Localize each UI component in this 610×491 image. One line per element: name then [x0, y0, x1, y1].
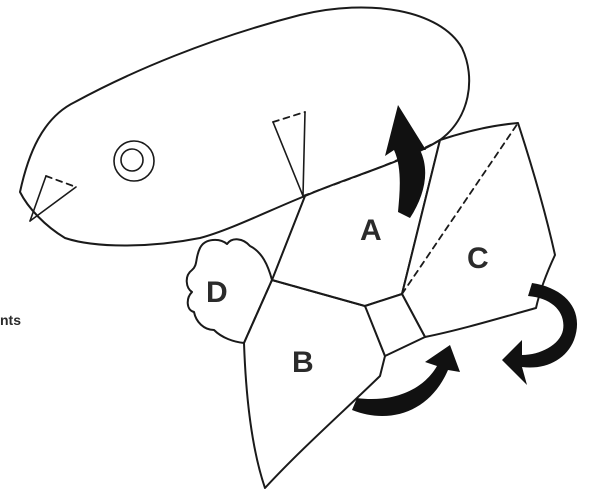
label-d: D — [206, 276, 228, 309]
crease-a — [271, 195, 306, 281]
rotate-arrow-up-icon — [385, 105, 426, 218]
flap-d — [185, 238, 273, 344]
rotate-arrow-curl-icon — [502, 283, 578, 385]
eye-outer — [113, 140, 155, 182]
label-a: A — [360, 214, 382, 247]
mouth-fold — [45, 175, 77, 188]
connector-square — [364, 293, 426, 357]
fold-line-head — [302, 139, 441, 197]
flap-c — [401, 122, 556, 338]
side-text: nts — [0, 312, 21, 328]
mouth-lower — [29, 186, 77, 222]
eye-inner — [120, 148, 144, 172]
fold-line-b — [271, 279, 366, 307]
gill-fold — [272, 111, 306, 123]
head-outline — [19, 6, 471, 247]
flap-b — [243, 279, 386, 489]
label-b: B — [292, 346, 314, 379]
rotate-arrow-clockwise-icon — [352, 345, 460, 417]
fold-line-a-c — [401, 122, 519, 295]
mouth-lines — [29, 175, 47, 222]
fold-line-d — [243, 279, 273, 344]
label-c: C — [467, 242, 489, 275]
